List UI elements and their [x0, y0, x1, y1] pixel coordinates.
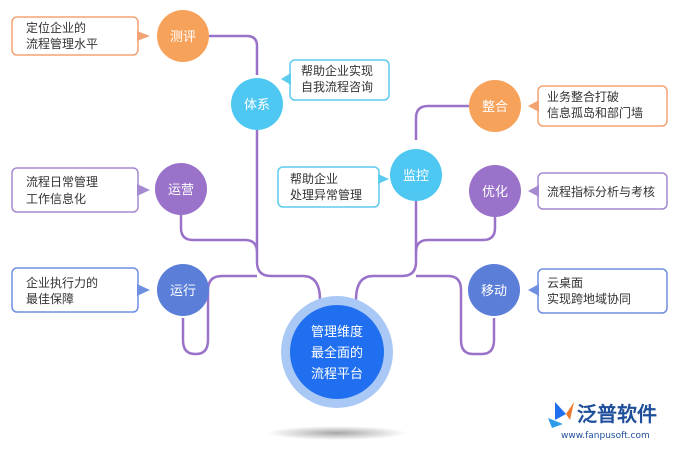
node-yunxing-circle — [157, 264, 209, 316]
callout-yunying-pointer — [137, 184, 150, 196]
node-yidong-label: 移动 — [481, 284, 507, 299]
callout-yunxing: 企业执行力的 最佳保障 — [11, 267, 150, 313]
callout-yunxing-line2: 最佳保障 — [26, 291, 74, 306]
node-yunying-circle — [155, 163, 207, 215]
callout-youhua-line1: 流程指标分析与考核 — [547, 184, 655, 199]
connector-yidong-loop — [416, 274, 496, 356]
callout-zhenghe-line2: 信息孤岛和部门墙 — [547, 105, 643, 120]
node-tixi-label: 体系 — [244, 98, 270, 113]
callout-yidong-pointer — [528, 284, 539, 296]
callout-zhenghe: 业务整合打破 信息孤岛和部门墙 — [528, 85, 668, 127]
node-youhua-circle — [469, 165, 521, 217]
callout-youhua: 流程指标分析与考核 — [528, 172, 668, 210]
callout-cepin: 定位企业的 流程管理水平 — [11, 16, 150, 56]
node-tixi: 体系 — [231, 78, 283, 130]
node-zhenghe-label: 整合 — [482, 100, 508, 115]
node-jiankong-label: 监控 — [403, 169, 429, 184]
callout-cepin-pointer — [137, 31, 150, 41]
callout-zhenghe-pointer — [528, 100, 539, 112]
connector-yunxing-loop — [181, 274, 257, 356]
callout-jiankong-box — [277, 166, 380, 208]
callout-yunxing-line1: 企业执行力的 — [26, 275, 98, 290]
node-yunxing: 运行 — [157, 264, 209, 316]
center-line-3: 流程平台 — [311, 367, 363, 382]
callout-yunying-line2: 工作信息化 — [26, 191, 86, 206]
connector-cepin-tixi — [209, 34, 259, 75]
callout-tixi-line1: 帮助企业实现 — [301, 63, 373, 78]
callout-yidong-line1: 云桌面 — [547, 276, 583, 290]
callout-jiankong-pointer — [378, 174, 389, 184]
node-yunxing-label: 运行 — [170, 284, 196, 299]
node-tixi-circle — [231, 78, 283, 130]
connector-tixi-trunk — [255, 127, 322, 301]
node-yunying-label: 运营 — [168, 183, 194, 198]
node-zhenghe: 整合 — [469, 80, 521, 132]
callout-yunying: 流程日常管理 工作信息化 — [11, 167, 150, 213]
callout-zhenghe-line1: 业务整合打破 — [547, 89, 619, 104]
connector-yunying-trunk — [179, 213, 259, 253]
center-hub-circle — [290, 305, 384, 399]
node-cepin-circle — [157, 10, 209, 62]
node-cepin: 测评 — [157, 10, 209, 62]
connector-lines — [179, 34, 497, 356]
callout-yunying-line1: 流程日常管理 — [26, 174, 98, 189]
connector-zhenghe-jiankong — [414, 104, 469, 140]
callout-yunxing-pointer — [137, 284, 150, 296]
node-yidong-circle — [468, 264, 520, 316]
node-jiankong-circle — [390, 149, 442, 201]
callout-jiankong-line2: 处理异常管理 — [290, 187, 362, 202]
logo-url: www.fanpusoft.com — [561, 431, 650, 441]
callout-cepin-line2: 流程管理水平 — [26, 36, 98, 51]
center-hub: 管理维度 最全面的 流程平台 — [267, 296, 407, 440]
node-jiankong: 监控 — [390, 149, 442, 201]
callout-yidong: 云桌面 实现跨地域协同 — [528, 268, 668, 314]
brand-logo: 泛普软件 www.fanpusoft.com — [548, 402, 657, 441]
node-youhua: 优化 — [469, 165, 521, 217]
center-line-2: 最全面的 — [311, 345, 363, 361]
logo-name: 泛普软件 — [577, 402, 657, 426]
callout-tixi-line2: 自我流程咨询 — [301, 79, 373, 94]
callout-jiankong: 帮助企业 处理异常管理 — [277, 166, 389, 208]
node-cepin-label: 测评 — [170, 30, 196, 45]
center-line-1: 管理维度 — [311, 324, 363, 340]
connector-jiankong-trunk — [354, 194, 418, 301]
connector-youhua-trunk — [414, 215, 497, 253]
callout-youhua-pointer — [528, 185, 539, 197]
node-yunying: 运营 — [155, 163, 207, 215]
callout-cepin-line1: 定位企业的 — [26, 20, 86, 35]
callout-tixi-pointer — [281, 73, 291, 85]
callout-tixi: 帮助企业实现 自我流程咨询 — [281, 59, 390, 101]
callout-yidong-line2: 实现跨地域协同 — [547, 291, 631, 306]
node-yidong: 移动 — [468, 264, 520, 316]
node-zhenghe-circle — [469, 80, 521, 132]
center-hub-shadow — [267, 426, 407, 440]
logo-mark-icon — [548, 402, 574, 428]
node-youhua-label: 优化 — [482, 185, 508, 200]
callout-jiankong-line1: 帮助企业 — [290, 171, 338, 186]
